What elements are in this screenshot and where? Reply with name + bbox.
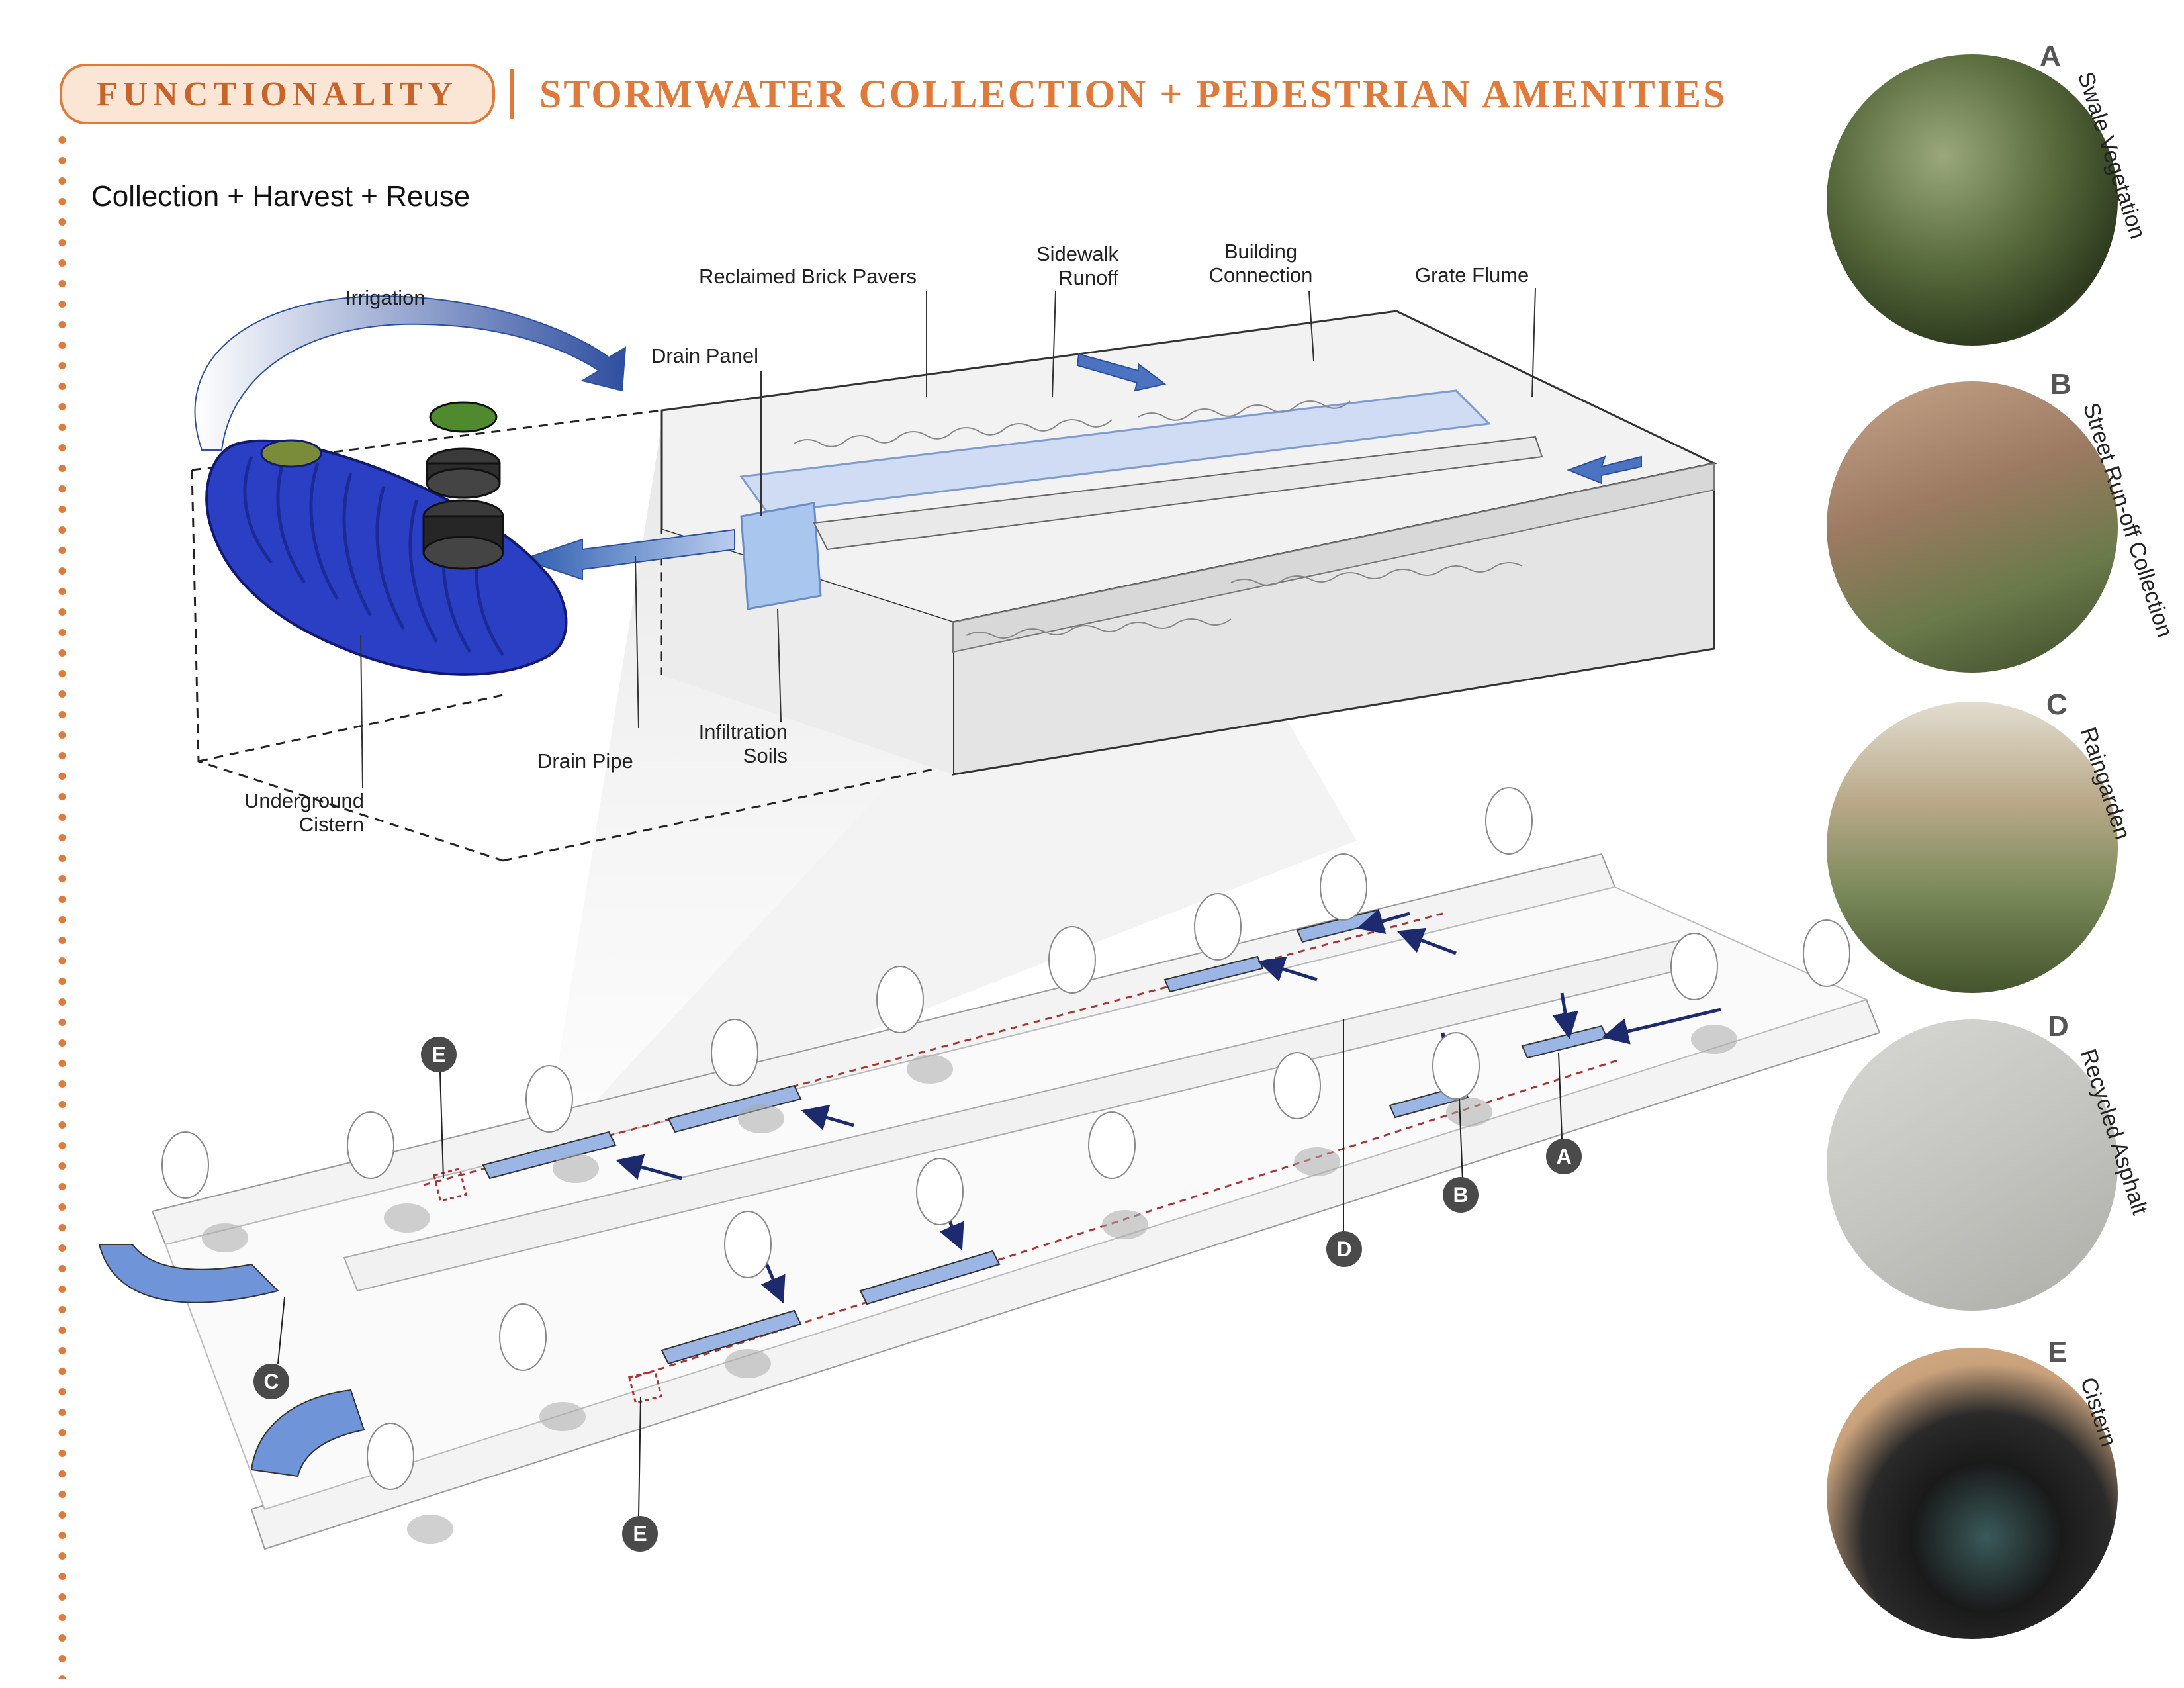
gravel-texture — [794, 400, 1523, 639]
label-grate-flume: Grate Flume — [1415, 263, 1529, 287]
photo-swale-vegetation — [1827, 54, 2118, 346]
marker-d: D — [1326, 1231, 1362, 1267]
label-building-connection-line2: Connection — [1208, 263, 1313, 287]
label-drain-panel: Drain Panel — [651, 344, 758, 367]
section-tag: FUNCTIONALITY — [60, 64, 495, 124]
photo-letter-c: C — [2046, 688, 2068, 721]
page-subtitle: Collection + Harvest + Reuse — [91, 180, 471, 212]
label-sidewalk-runoff-line1: Sidewalk — [1036, 242, 1118, 265]
marker-b: B — [1443, 1177, 1479, 1213]
page-title: STORMWATER COLLECTION + PEDESTRIAN AMENI… — [539, 72, 1727, 116]
label-sidewalk-runoff: Sidewalk Runoff — [1019, 242, 1118, 290]
drain-pipe-arrow — [520, 528, 735, 581]
marker-c: C — [253, 1364, 289, 1399]
label-underground-cistern-line1: Underground — [244, 789, 364, 812]
label-building-connection-line1: Building — [1224, 240, 1298, 263]
marker-e-bottom: E — [622, 1516, 658, 1552]
irrigation-arrow — [194, 295, 627, 451]
label-irrigation: Irrigation — [345, 286, 426, 309]
title-divider — [510, 69, 514, 119]
label-infiltration-soils-line1: Infiltration — [698, 720, 788, 743]
photo-letter-a: A — [2040, 40, 2061, 72]
marker-a: A — [1546, 1139, 1582, 1174]
label-drain-pipe: Drain Pipe — [537, 749, 633, 773]
label-reclaimed-brick-pavers: Reclaimed Brick Pavers — [699, 265, 917, 288]
grate-flume-arrow — [1567, 455, 1642, 485]
photo-recycled-asphalt — [1827, 1019, 2118, 1311]
label-infiltration-soils-line2: Soils — [743, 744, 788, 767]
section-block — [660, 310, 1717, 776]
photo-raingarden — [1827, 702, 2118, 993]
label-sidewalk-runoff-line2: Runoff — [1058, 266, 1118, 289]
photo-letter-e: E — [2048, 1336, 2068, 1368]
label-underground-cistern: Underground Cistern — [225, 789, 364, 837]
photo-street-runoff-collection — [1827, 381, 2118, 673]
dotted-border — [57, 130, 68, 1679]
label-infiltration-soils: Infiltration Soils — [682, 720, 788, 768]
marker-e-top: E — [421, 1037, 457, 1072]
cistern-enclosure — [191, 409, 940, 862]
plan-view — [98, 787, 1881, 1550]
label-underground-cistern-line2: Cistern — [298, 813, 364, 836]
photo-letter-d: D — [2048, 1010, 2069, 1043]
label-building-connection: Building Connection — [1198, 240, 1324, 287]
cistern-tank — [205, 439, 568, 676]
photo-cistern — [1827, 1348, 2118, 1639]
photo-letter-b: B — [2050, 368, 2071, 400]
leader-lines — [360, 287, 1536, 788]
sidewalk-runoff-arrow — [1076, 353, 1167, 392]
riser-stack — [422, 401, 504, 570]
